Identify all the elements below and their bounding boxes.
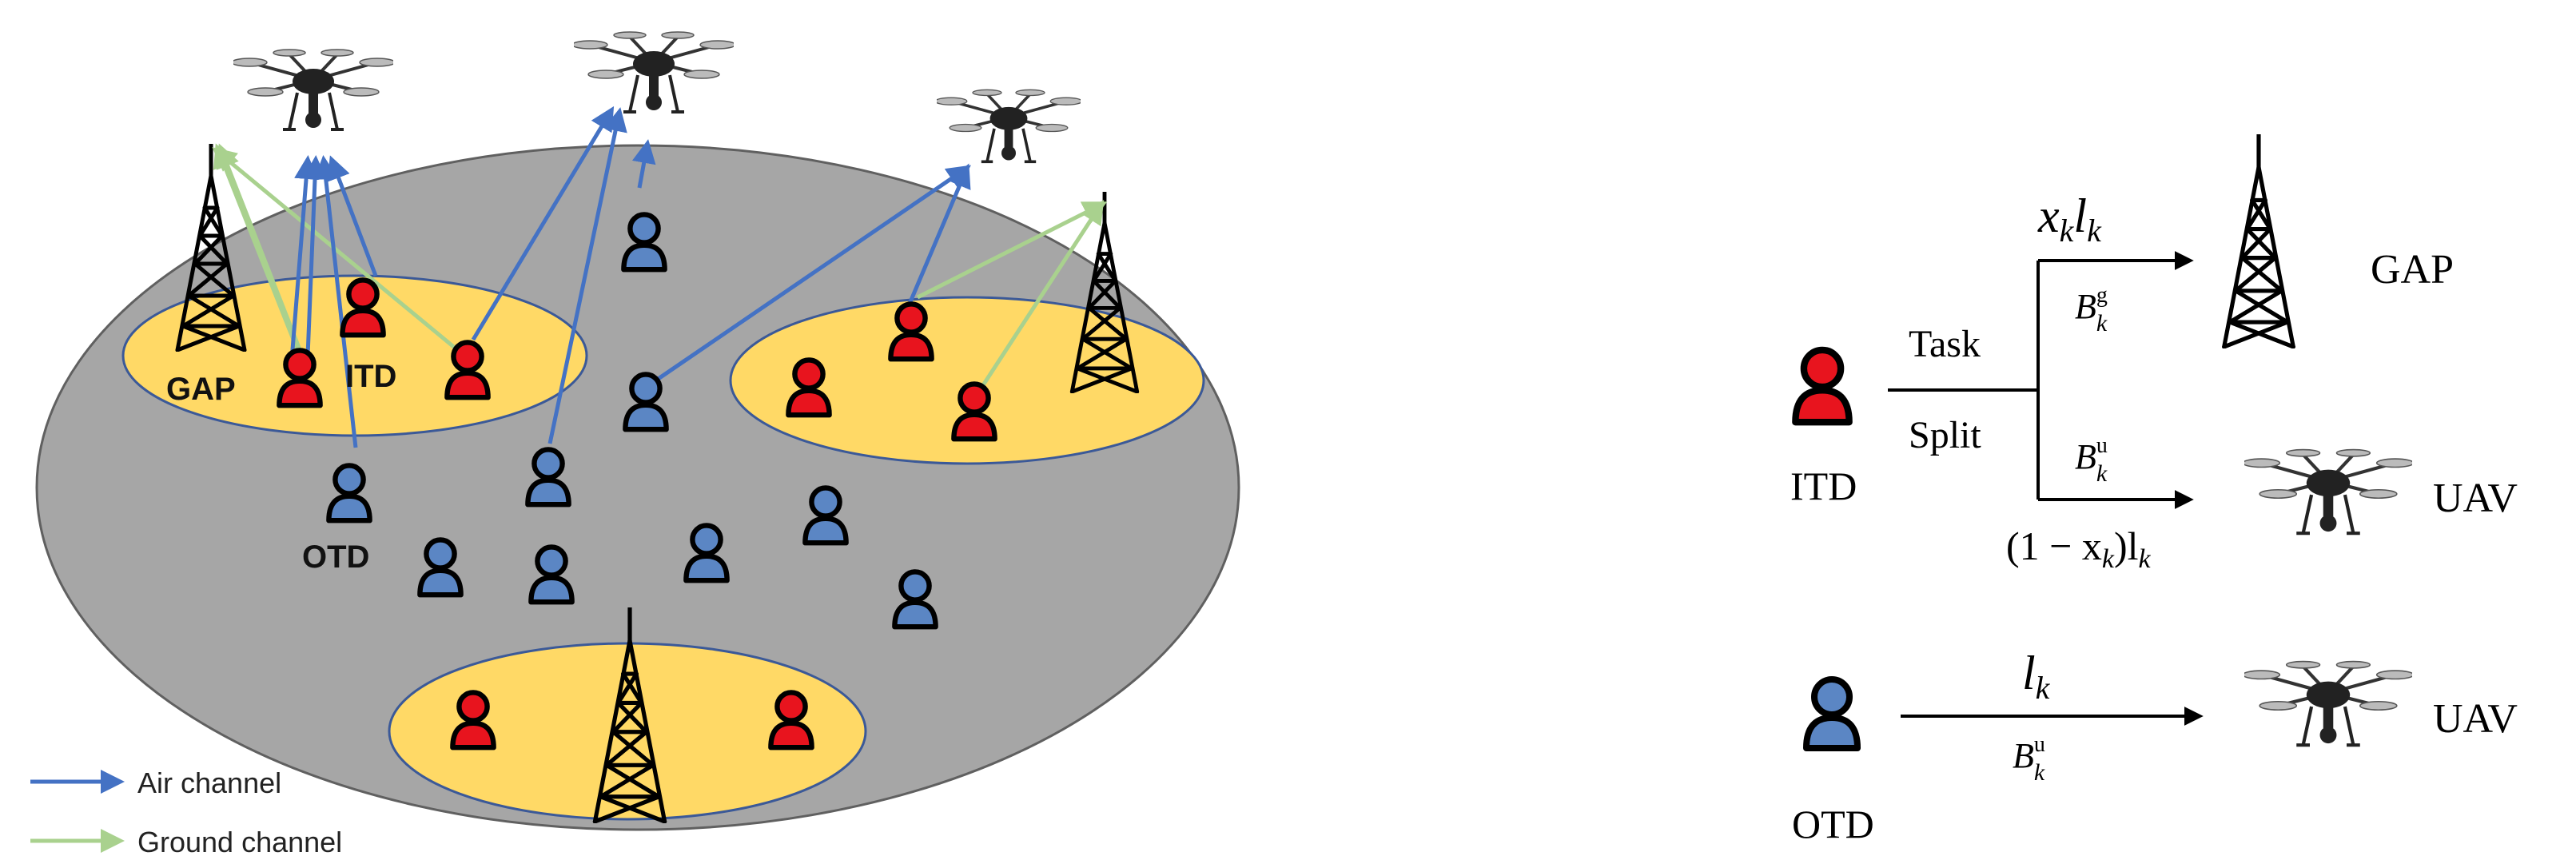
gap-tower-model <box>2224 134 2294 347</box>
uav-drone-center <box>574 30 734 113</box>
legend: Air channel Ground channel <box>30 766 342 858</box>
itd-label: ITD <box>345 359 396 394</box>
uav-target-label-itd: UAV <box>2433 476 2518 521</box>
task-label: Task <box>1909 323 1981 365</box>
uav-drone-right <box>937 88 1081 164</box>
otd-device-icon <box>1806 679 1857 748</box>
legend-ground-label: Ground channel <box>137 826 342 858</box>
uav-load-formula-itd: (1 − xk)lk <box>2006 524 2152 574</box>
split-label: Split <box>1909 414 1981 456</box>
itd-device-label: ITD <box>1790 464 1857 508</box>
otd-device-label: OTD <box>1792 802 1874 846</box>
uav-drone-model-otd <box>2243 662 2413 746</box>
air-channels <box>289 106 971 448</box>
uav-drone-left <box>233 48 393 131</box>
uav-drone-model-itd <box>2243 450 2413 534</box>
uav-target-label-otd: UAV <box>2433 696 2518 742</box>
otd-label: OTD <box>302 540 369 575</box>
itd-device-icon <box>1795 350 1849 422</box>
network-scene: GAP ITD OTD Air channel Ground channel <box>30 30 1240 858</box>
gap-target-label: GAP <box>2371 247 2454 293</box>
gap-label: GAP <box>166 372 236 407</box>
otd-load-formula: lk <box>2022 647 2051 706</box>
ground-channels <box>212 143 1108 389</box>
gap-load-formula: xklk <box>2037 189 2102 249</box>
legend-air-label: Air channel <box>137 766 281 799</box>
